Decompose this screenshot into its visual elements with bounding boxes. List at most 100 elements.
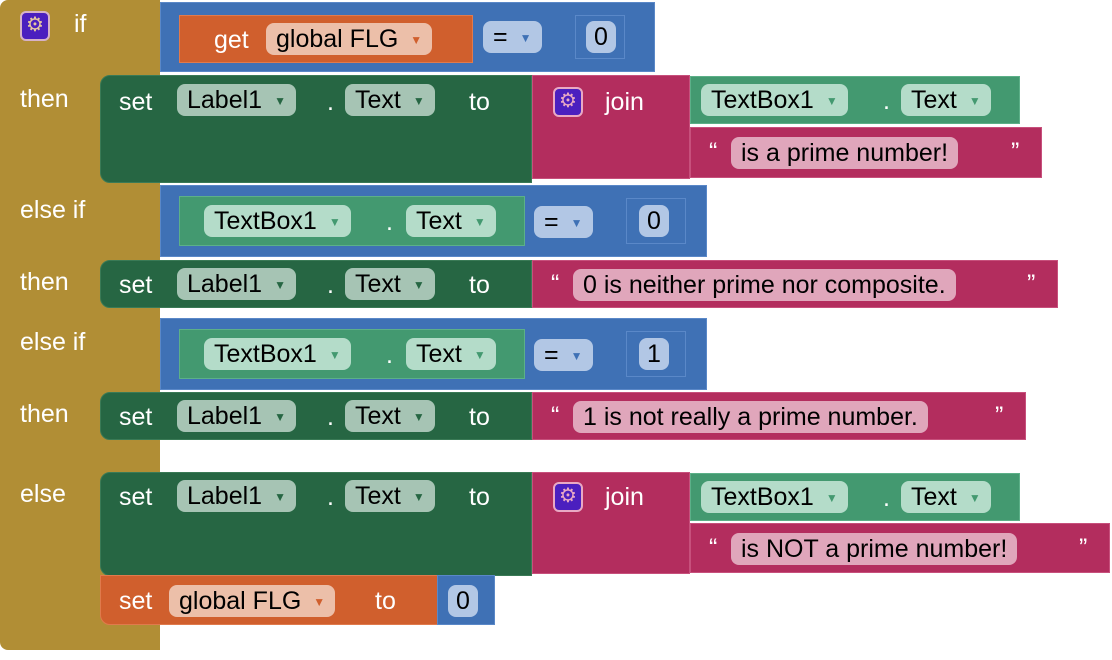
number-block[interactable]: 0	[437, 575, 495, 625]
operator-dropdown[interactable]: =▼	[534, 339, 593, 371]
else-if-label: else if	[20, 196, 86, 224]
text-string-block[interactable]: “ is a prime number! ”	[690, 127, 1042, 178]
to-label: to	[375, 587, 396, 615]
number-field[interactable]: 0	[639, 205, 669, 237]
component-name: Label1	[187, 86, 263, 114]
join-block[interactable]: ⚙ join	[532, 75, 690, 179]
dropdown-arrow-icon: ▼	[825, 94, 838, 109]
dot: .	[327, 483, 334, 511]
property-name: Text	[911, 483, 957, 511]
text-field[interactable]: is NOT a prime number!	[731, 533, 1018, 565]
mutator-gear-icon[interactable]: ⚙	[553, 482, 583, 512]
dropdown-arrow-icon: ▼	[570, 349, 583, 364]
property-dropdown[interactable]: Text▼	[406, 205, 496, 237]
dropdown-arrow-icon: ▼	[412, 410, 425, 425]
join-label: join	[605, 483, 644, 511]
component-dropdown[interactable]: Label1 ▼	[177, 268, 296, 300]
open-quote: “	[551, 402, 560, 430]
set-label-text-block[interactable]: set Label1▼ . Text▼ to	[100, 75, 532, 183]
component-dropdown[interactable]: Label1▼	[177, 480, 296, 512]
property-name: Text	[355, 402, 401, 430]
mutator-gear-icon[interactable]: ⚙	[553, 87, 583, 117]
join-block[interactable]: ⚙ join	[532, 472, 690, 574]
compare-block[interactable]: TextBox1▼ . Text▼ =▼ 0	[160, 185, 707, 257]
get-variable-block[interactable]: get global FLG▼	[179, 15, 473, 63]
component-dropdown[interactable]: Label1▼	[177, 400, 296, 432]
component-name: Label1	[187, 482, 263, 510]
text-field[interactable]: 1 is not really a prime number.	[573, 401, 928, 433]
operator-dropdown[interactable]: =▼	[483, 21, 542, 53]
dropdown-arrow-icon: ▼	[328, 215, 341, 230]
text-string-block[interactable]: “ 1 is not really a prime number. ”	[532, 392, 1026, 440]
property-dropdown[interactable]: Text▼	[345, 268, 435, 300]
get-label: get	[214, 26, 249, 54]
set-label-text-block[interactable]: set Label1▼ . Text ▼ to	[100, 392, 532, 440]
close-quote: ”	[1079, 534, 1088, 562]
dot: .	[327, 403, 334, 431]
text-string-block[interactable]: “ 0 is neither prime nor composite. ”	[532, 260, 1058, 308]
textbox-text-getter[interactable]: TextBox1▼ . Text▼	[690, 76, 1020, 124]
dropdown-arrow-icon: ▼	[274, 278, 286, 293]
component-dropdown[interactable]: TextBox1▼	[204, 338, 351, 370]
close-quote: ”	[995, 402, 1004, 430]
to-label: to	[469, 88, 490, 116]
number-block[interactable]: 0	[626, 198, 686, 244]
operator: =	[544, 341, 559, 369]
property-name: Text	[355, 86, 401, 114]
set-label: set	[119, 88, 153, 116]
component-dropdown[interactable]: TextBox1▼	[701, 481, 848, 513]
dot: .	[386, 341, 393, 369]
operator-dropdown[interactable]: =▼	[534, 206, 593, 238]
number-field[interactable]: 0	[448, 585, 478, 617]
operator: =	[493, 23, 508, 51]
set-label: set	[119, 403, 153, 431]
mutator-gear-icon[interactable]: ⚙	[20, 11, 50, 41]
component-name: Label1	[187, 270, 263, 298]
variable-name: global FLG	[276, 25, 399, 53]
number-field[interactable]: 1	[639, 338, 669, 370]
compare-block[interactable]: get global FLG▼ =▼ 0	[160, 2, 655, 72]
dot: .	[327, 271, 334, 299]
dropdown-arrow-icon: ▼	[412, 94, 425, 109]
close-quote: ”	[1027, 270, 1036, 298]
textbox-text-getter[interactable]: TextBox1▼ . Text▼	[690, 473, 1020, 521]
component-dropdown[interactable]: TextBox1 ▼	[204, 205, 351, 237]
textbox-text-getter[interactable]: TextBox1▼ . Text▼	[179, 329, 525, 379]
property-dropdown[interactable]: Text▼	[345, 480, 435, 512]
text-field[interactable]: is a prime number!	[731, 137, 959, 169]
number-block[interactable]: 1	[626, 331, 686, 377]
dropdown-arrow-icon: ▼	[412, 490, 425, 505]
component-dropdown[interactable]: TextBox1 ▼	[701, 84, 848, 116]
text-field[interactable]: 0 is neither prime nor composite.	[573, 269, 956, 301]
text-string-block[interactable]: “ is NOT a prime number! ”	[690, 523, 1110, 573]
set-label-text-block[interactable]: set Label1▼ . Text▼ to	[100, 260, 532, 308]
variable-dropdown[interactable]: global FLG▼	[266, 23, 433, 55]
property-dropdown[interactable]: Text ▼	[345, 84, 435, 116]
property-dropdown[interactable]: Text▼	[406, 338, 496, 370]
number-block[interactable]: 0	[575, 15, 625, 59]
set-label: set	[119, 483, 153, 511]
property-name: Text	[416, 207, 462, 235]
component-dropdown[interactable]: Label1▼	[177, 84, 296, 116]
dropdown-arrow-icon: ▼	[519, 31, 532, 46]
if-label: if	[74, 10, 87, 38]
close-quote: ”	[1011, 138, 1020, 166]
compare-block[interactable]: TextBox1▼ . Text▼ =▼ 1	[160, 318, 707, 390]
property-dropdown[interactable]: Text▼	[901, 481, 991, 513]
else-label: else	[20, 480, 66, 508]
dropdown-arrow-icon: ▼	[274, 410, 286, 425]
to-label: to	[469, 403, 490, 431]
variable-dropdown[interactable]: global FLG▼	[169, 585, 336, 617]
textbox-text-getter[interactable]: TextBox1▼ . Text▼	[179, 196, 525, 246]
set-label-text-block[interactable]: set Label1▼ . Text▼ to	[100, 472, 532, 576]
number-field[interactable]: 0	[586, 21, 616, 53]
then-label: then	[20, 85, 69, 113]
dropdown-arrow-icon: ▼	[328, 348, 341, 363]
join-label: join	[605, 88, 644, 116]
property-dropdown[interactable]: Text ▼	[345, 400, 435, 432]
set-global-variable-block[interactable]: set global FLG▼ to	[100, 575, 438, 625]
property-name: Text	[416, 340, 462, 368]
component-name: TextBox1	[711, 86, 814, 114]
property-dropdown[interactable]: Text▼	[901, 84, 991, 116]
component-name: TextBox1	[214, 207, 317, 235]
